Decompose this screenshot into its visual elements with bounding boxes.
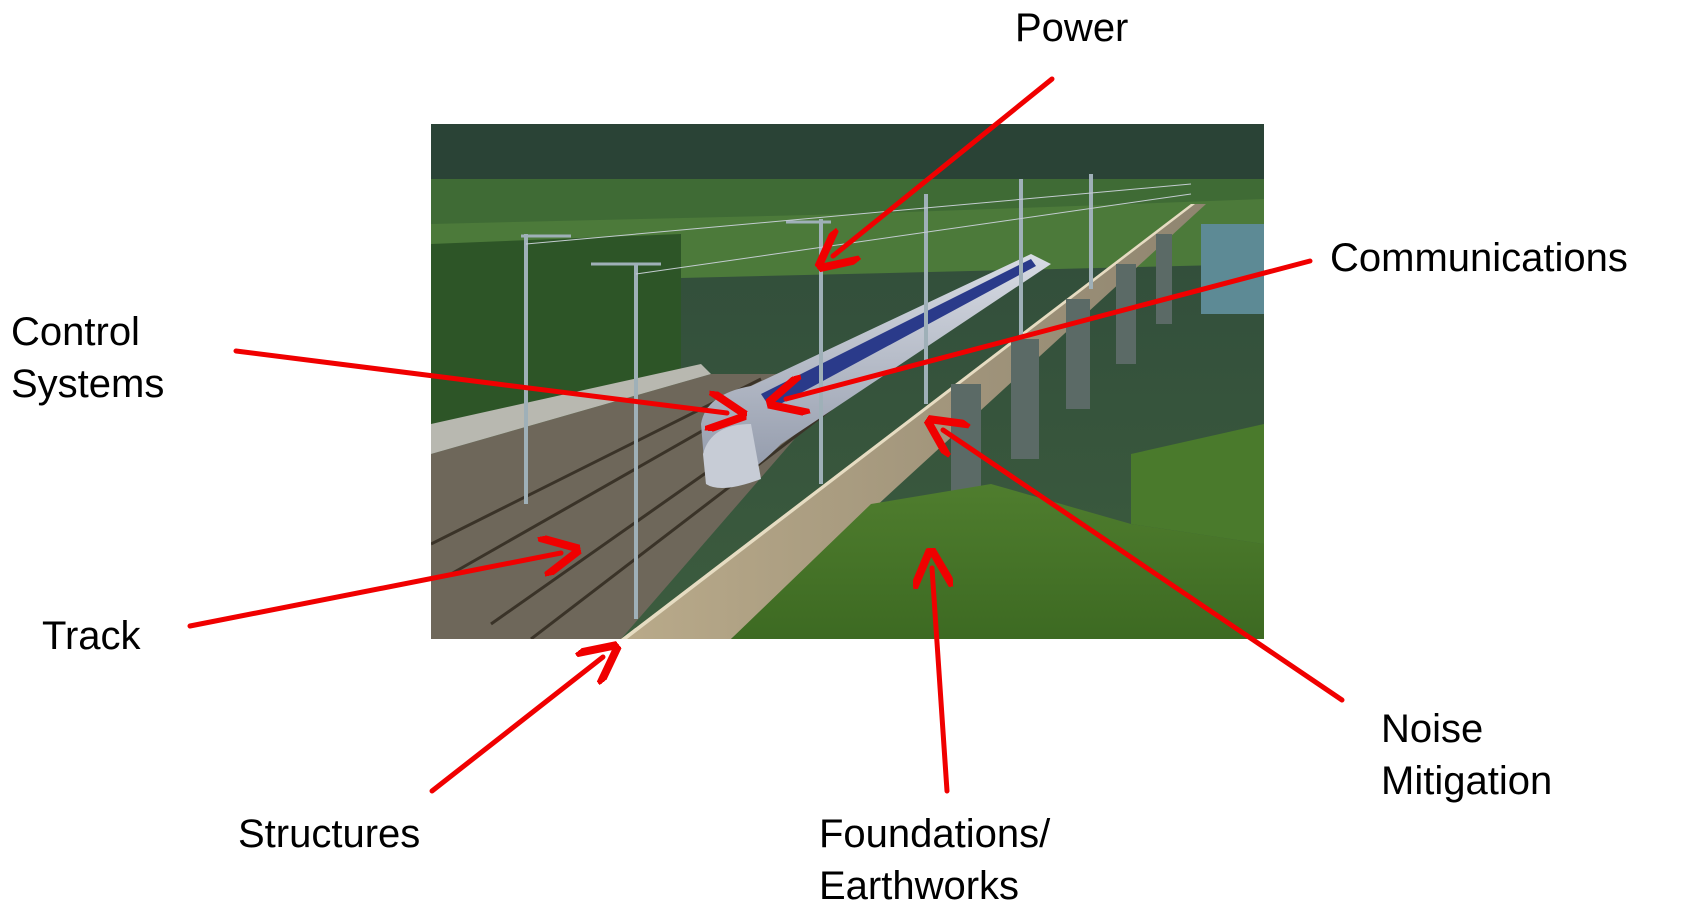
communications-text: Communications <box>1330 236 1628 280</box>
structures-arrow <box>429 657 603 794</box>
label-track: Track <box>42 610 141 662</box>
label-foundations-earthworks: Foundations/ Earthworks <box>819 808 1050 912</box>
power-text: Power <box>1015 6 1129 50</box>
label-structures: Structures <box>238 808 420 860</box>
noise-line2: Mitigation <box>1381 759 1553 803</box>
track-text: Track <box>42 614 141 658</box>
control-systems-line1: Control <box>11 310 140 354</box>
label-control-systems: Control Systems <box>11 306 164 410</box>
label-noise-mitigation: Noise Mitigation <box>1381 703 1552 807</box>
noise-line1: Noise <box>1381 707 1484 751</box>
structures-text: Structures <box>238 812 421 856</box>
label-power: Power <box>1015 2 1128 54</box>
label-communications: Communications <box>1330 232 1628 284</box>
foundations-line1: Foundations/ <box>819 812 1051 856</box>
train-viaduct-photo <box>431 124 1264 639</box>
control-systems-line2: Systems <box>11 362 165 406</box>
foundations-line2: Earthworks <box>819 864 1020 908</box>
